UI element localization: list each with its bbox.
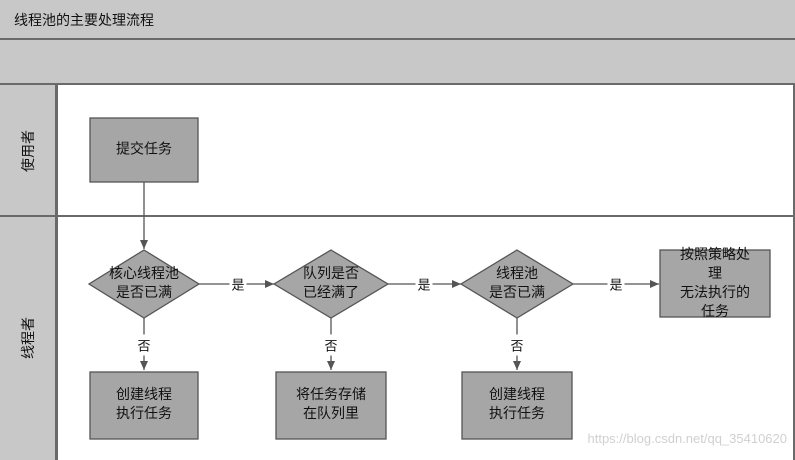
watermark: https://blog.csdn.net/qq_35410620 (587, 431, 788, 446)
node-submit-box (89, 117, 199, 183)
node-submit-label: 提交任务 (116, 141, 172, 158)
lane-label-user: 使用者 (0, 85, 57, 216)
edge-label-yes-3: 是 (607, 274, 625, 294)
edge-label-no-2: 否 (324, 334, 338, 356)
node-pool-full-diamond (459, 249, 575, 319)
node-create-core-box (89, 371, 199, 440)
edge-label-no-3: 否 (510, 334, 524, 356)
node-policy-label: 按照策略处理 无法执行的任务 (680, 247, 750, 320)
node-enqueue-label: 将任务存储 在队列里 (296, 387, 366, 422)
node-create-thread-label: 创建线程 执行任务 (489, 387, 545, 422)
title-bar: 线程池的主要处理流程 (0, 0, 795, 40)
node-policy-box (659, 249, 771, 318)
node-core-full-label: 核心线程池 是否已满 (109, 266, 179, 301)
node-enqueue-box (275, 371, 387, 440)
node-queue-full-label: 队列是否 已经满了 (303, 266, 359, 301)
diagram-title: 线程池的主要处理流程 (14, 13, 154, 29)
edge-label-yes-1: 是 (229, 274, 247, 294)
node-queue-full-diamond (272, 249, 390, 319)
node-core-full-diamond (87, 249, 201, 319)
edge-label-no-1: 否 (137, 334, 151, 356)
edge-label-yes-2: 是 (415, 274, 433, 294)
node-create-thread-box (461, 371, 573, 440)
node-pool-full-label: 线程池 是否已满 (489, 266, 545, 301)
node-create-core-label: 创建线程 执行任务 (116, 387, 172, 422)
header-band (0, 40, 795, 85)
